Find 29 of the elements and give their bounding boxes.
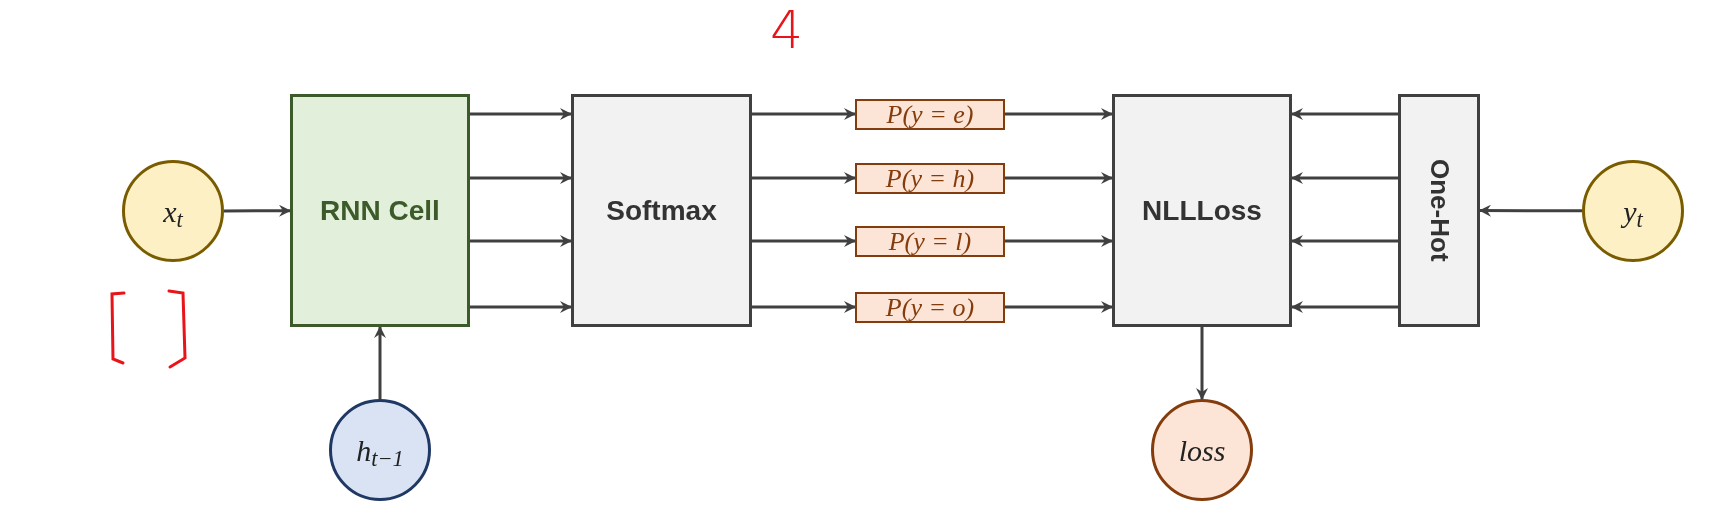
- arrow: [224, 204, 291, 217]
- arrow: [752, 172, 856, 184]
- arrow: [470, 301, 572, 313]
- process-box: NLLLoss: [1112, 94, 1292, 327]
- arrow: [752, 301, 856, 313]
- process-box: Softmax: [571, 94, 752, 327]
- process-box: P(y = o): [855, 292, 1005, 323]
- arrow: [1005, 108, 1113, 120]
- arrow: [752, 108, 856, 120]
- arrow: [752, 235, 856, 247]
- process-box: P(y = l): [855, 226, 1005, 257]
- arrow: [470, 172, 572, 184]
- arrow: [1005, 235, 1113, 247]
- arrow: [1196, 327, 1208, 400]
- arrow: [1291, 301, 1398, 313]
- arrow: [1291, 172, 1398, 184]
- process-box: RNN Cell: [290, 94, 470, 327]
- handwritten-note: 4: [770, 4, 804, 56]
- arrow: [1291, 108, 1398, 120]
- arrow: [1005, 172, 1113, 184]
- process-box: P(y = h): [855, 163, 1005, 194]
- process-box: P(y = e): [855, 99, 1005, 130]
- arrow: [470, 235, 572, 247]
- arrow: [1479, 204, 1582, 217]
- process-box: One-Hot: [1398, 94, 1480, 327]
- arrow: [1291, 235, 1398, 247]
- arrow: [1005, 301, 1113, 313]
- arrow: [470, 108, 572, 120]
- arrow: [374, 326, 386, 399]
